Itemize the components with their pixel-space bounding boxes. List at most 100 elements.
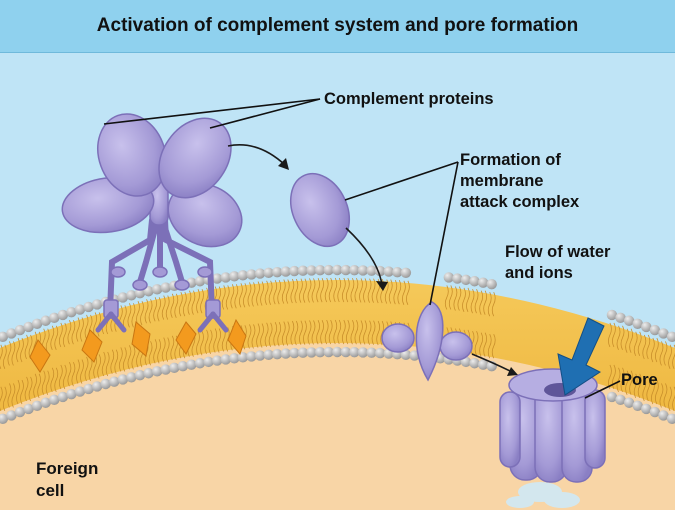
- lipid-head: [658, 410, 669, 421]
- lipid-tail: [320, 277, 324, 303]
- lipid-tail: [131, 303, 136, 328]
- lipid-head: [57, 309, 69, 321]
- antigen-marker: [81, 329, 103, 363]
- lipid-tail: [165, 295, 170, 320]
- lipid-tail: [84, 356, 89, 382]
- lipid-tail: [448, 285, 453, 310]
- lipid-tail: [474, 289, 479, 314]
- lipid-head: [323, 346, 334, 358]
- lipid-tail: [650, 337, 655, 363]
- lipid-head: [229, 271, 240, 282]
- lipid-tail: [405, 280, 410, 305]
- label-foreign-cell: Foreign cell: [36, 458, 98, 502]
- lipid-tail: [58, 322, 63, 348]
- lipid-tail: [650, 379, 655, 405]
- lipid-head: [477, 359, 489, 370]
- lipid-head: [271, 348, 283, 360]
- lipid-tail: [659, 341, 664, 366]
- lipid-head: [117, 292, 129, 303]
- lipid-tail: [247, 324, 252, 349]
- lipid-head: [109, 376, 120, 387]
- lipid-head: [332, 346, 343, 358]
- lipid-tail: [663, 383, 668, 408]
- lipid-tail: [62, 364, 67, 390]
- lipid-tail: [663, 341, 668, 366]
- lipid-tail: [238, 283, 243, 308]
- lipid-head: [297, 265, 309, 276]
- lipid-tail: [608, 364, 612, 390]
- lipid-tail: [354, 277, 359, 303]
- label-line: Foreign: [36, 459, 99, 478]
- lipid-head: [40, 397, 51, 408]
- lipid-tail: [93, 312, 98, 337]
- lipid-head: [177, 361, 189, 372]
- arrowhead: [507, 367, 518, 376]
- lipid-head: [263, 349, 274, 361]
- lipid-head: [289, 265, 300, 277]
- label-line: Formation of: [460, 151, 561, 169]
- lipid-head: [349, 346, 360, 358]
- lipid-head: [6, 328, 17, 339]
- lipid-head: [91, 381, 103, 392]
- lipid-head: [66, 306, 77, 318]
- lipid-tail: [277, 279, 282, 305]
- lipid-head: [443, 272, 455, 283]
- lipid-tail: [625, 370, 630, 395]
- lipid-tail: [311, 320, 316, 345]
- lipid-head: [134, 288, 146, 299]
- lipid-tail: [208, 329, 213, 355]
- lipid-head: [6, 410, 17, 421]
- lipid-head: [606, 309, 618, 321]
- lipid-tail: [7, 341, 12, 366]
- lipid-head: [263, 267, 274, 279]
- lipid-tail: [182, 292, 187, 317]
- lipid-tail: [153, 339, 158, 364]
- lipid-head: [306, 347, 317, 358]
- lipid-head: [340, 346, 352, 358]
- lipid-tail: [251, 324, 256, 349]
- lipid-tail: [444, 285, 449, 310]
- lipid-tails: [0, 277, 675, 411]
- lipid-tail: [359, 320, 363, 345]
- lipid-head: [666, 331, 675, 342]
- lipid-head: [91, 299, 103, 310]
- lipid-tail: [642, 334, 647, 360]
- lipid-tail: [625, 328, 630, 353]
- lipid-tail: [16, 337, 20, 363]
- lipid-tail: [2, 386, 7, 411]
- lipid-tail: [187, 290, 192, 315]
- lipid-tail: [616, 367, 621, 392]
- lipid-tail: [371, 278, 376, 303]
- lipid-tail: [320, 319, 324, 345]
- lipid-tail: [71, 320, 76, 345]
- lipid-tail: [178, 292, 183, 317]
- lipid-head: [314, 264, 326, 276]
- lipid-tail: [110, 349, 115, 374]
- lipid-tail: [337, 277, 342, 303]
- lipid-tail: [234, 284, 239, 309]
- lipid-head: [649, 406, 661, 418]
- arrowhead: [278, 158, 289, 170]
- lipid-head: [194, 276, 206, 287]
- lipid-tail: [303, 278, 307, 303]
- lipid-tail: [170, 335, 175, 361]
- lipid-tail: [367, 278, 372, 303]
- lipid-head: [641, 403, 652, 415]
- lipid-tail: [401, 280, 406, 305]
- lipid-tail: [479, 332, 484, 357]
- lipid-head: [211, 355, 223, 366]
- lipid-tail: [637, 373, 642, 398]
- lipid-tail: [153, 297, 158, 322]
- lipid-tail: [303, 320, 307, 345]
- lipid-head: [297, 347, 309, 358]
- lipid-tail: [637, 331, 642, 356]
- lipid-tail: [307, 278, 312, 303]
- lipid-tail: [273, 279, 278, 305]
- lipid-tail: [140, 301, 144, 326]
- lipid-head: [31, 318, 43, 329]
- lipid-tail: [367, 320, 372, 345]
- lipid-tail: [294, 278, 299, 304]
- lipid-head: [357, 347, 369, 358]
- lipid-head: [641, 321, 652, 333]
